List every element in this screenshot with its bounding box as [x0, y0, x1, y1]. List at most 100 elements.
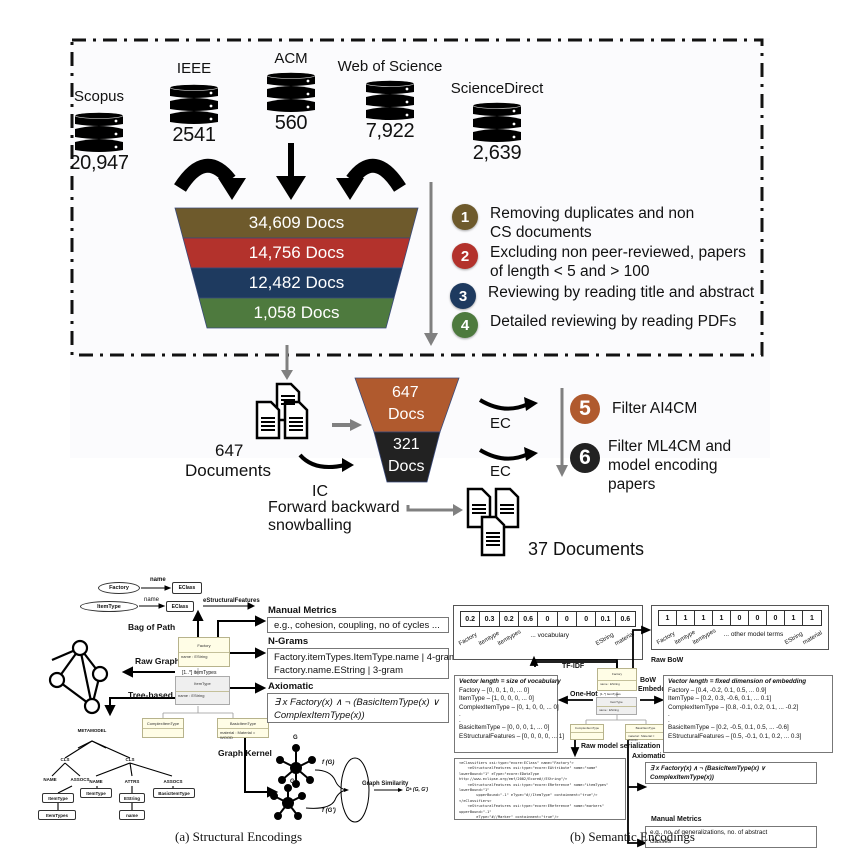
- graph-g-prime-label: G': [290, 779, 297, 785]
- tree-leaf-itemtypes: ItemTypes: [38, 810, 76, 820]
- vector-cell: 0.2: [500, 612, 519, 626]
- vector-term-label: ... vocabulary: [530, 632, 570, 639]
- vector-cell: 0.3: [480, 612, 500, 626]
- caption-a: (a) Structural Encodings: [175, 829, 303, 844]
- uml-factory-name: Factory: [179, 638, 229, 654]
- tree-root: METAMODEL: [77, 728, 107, 733]
- vector-cell: 0: [731, 611, 749, 625]
- funnel2-bottom-line2: Docs: [388, 458, 425, 475]
- path2-next: eStructuralFeatures: [203, 598, 260, 604]
- funnel-segment: [198, 297, 395, 329]
- vector-cell: 0.1: [596, 612, 616, 626]
- sem-uml-factory-attr: name : EString: [600, 681, 620, 686]
- database-icon: [74, 112, 124, 152]
- sem-uml-assoc: [1..*] itemTypes: [600, 692, 621, 696]
- path2-edge: name: [144, 597, 160, 603]
- filter-6-badge: 6: [570, 443, 600, 473]
- sem-manual-metrics-line2: classes: [650, 837, 671, 845]
- bow-embeddings-box: Vector length = fixed dimension of embed…: [663, 675, 833, 753]
- encoding-line: EStructuralFeatures – [0.5, -0.1, 0.1, 0…: [668, 732, 802, 740]
- axiomatic-title: Axiomatic: [268, 681, 314, 692]
- tree-left-name: NAME: [43, 777, 57, 782]
- axiomatic-line2: ComplexItemType(x)): [274, 710, 365, 721]
- ngrams-line2: Factory.name.EString | 3-gram: [274, 665, 404, 676]
- step-number-badge: 3: [450, 283, 476, 309]
- filter-5-badge: 5: [570, 394, 600, 424]
- database-icon: [169, 84, 219, 124]
- vector-cell: 1: [785, 611, 803, 625]
- graph-g-label: G: [293, 735, 298, 741]
- ec-arrow-1: [478, 398, 529, 411]
- funnel2-top-line2: Docs: [388, 406, 425, 423]
- sem-axiomatic-line1: ∃ x Factory(x) ∧ ¬ (BasicItemType(x) ∨: [650, 765, 766, 772]
- ec-label-1: EC: [490, 415, 511, 432]
- bag-of-path-label: Bag of Path: [128, 622, 176, 632]
- sem-uml-itemtype: ItemType name : EString: [596, 697, 637, 715]
- vector-cell: 1: [659, 611, 677, 625]
- manual-metrics-box: e.g., cohesion, coupling, no of cycles .…: [267, 617, 449, 633]
- sem-uml-complex-attr: [571, 733, 603, 735]
- uml-itemtype: ItemType name : EString: [175, 676, 230, 705]
- bow-embeddings-label-1: BoW: [640, 677, 656, 684]
- uml-factory: Factory name : EString: [178, 637, 230, 667]
- raw-serialization-code: <eClassifiers xsi:type="ecore:EClass" na…: [454, 758, 626, 820]
- source-label: Web of Science: [337, 58, 443, 75]
- source-label: ScienceDirect: [450, 80, 544, 97]
- sem-manual-metrics-line1: e.g., no. of generalizations, no. of abs…: [650, 829, 768, 836]
- vector-cell: 1: [677, 611, 695, 625]
- filter-5-text: Filter AI4CM: [612, 400, 698, 417]
- funnel2-to-final-arrow: [406, 505, 455, 512]
- source-count: 20,947: [69, 152, 129, 174]
- fg-prime-label: f (G'): [322, 808, 336, 814]
- tree-leaf-estring: EString: [119, 793, 145, 803]
- bow-embeddings-title: Vector length = fixed dimension of embed…: [668, 678, 807, 685]
- step-text: Reviewing by reading title and abstract: [488, 283, 754, 302]
- ngrams-line1: Factory.itemTypes.ItemType.name | 4-gram: [274, 652, 457, 663]
- sem-axiomatic-line2: ComplexItemType(x)): [650, 773, 714, 781]
- acm-arrow-head: [276, 176, 306, 200]
- funnel2-bottom-line1: 321: [393, 436, 420, 453]
- manual-metrics-text: e.g., cohesion, coupling, no of cycles .…: [274, 620, 440, 631]
- path2-node: ItemType: [80, 601, 138, 612]
- vector-term-label: ... other model terms: [723, 631, 784, 638]
- encoding-line: .: [668, 717, 670, 725]
- tfidf-label: TF-IDF: [562, 663, 585, 670]
- source-count: 2541: [172, 124, 216, 146]
- sem-axiomatic-title: Axiomatic: [632, 753, 666, 760]
- vector-cell: 0: [577, 612, 597, 626]
- snowball-line1: Forward backward: [268, 499, 400, 516]
- sem-uml-basic-attr: material : Material = WOOD: [628, 733, 655, 742]
- path1-target: EClass: [172, 582, 202, 594]
- funnel2-top-line1: 647: [392, 384, 419, 401]
- vector-cell: 0: [538, 612, 558, 626]
- vector-cell: 1: [713, 611, 731, 625]
- database-icon: [365, 80, 415, 120]
- tree-leaf-itemtype-2: ItemType: [80, 788, 112, 798]
- step-text-line1: Excluding non peer-reviewed, papers: [490, 244, 746, 261]
- step-text-line1: Reviewing by reading title and abstract: [488, 284, 755, 301]
- tree-cls-left: CLS: [60, 757, 70, 762]
- uml-assoc: [1..*] itemTypes: [182, 670, 217, 676]
- raw-bow-label: Raw BoW: [651, 657, 684, 664]
- kernel-ellipse: [340, 757, 370, 823]
- tree-leaf-itemtype-1: ItemType: [42, 793, 74, 803]
- funnel-segment-label: 34,609 Docs: [248, 213, 345, 232]
- step-text: Detailed reviewing by reading PDFs: [490, 312, 736, 331]
- encoding-line: ComplexItemType – [0.8, -0.1, 0.2, 0.1, …: [668, 703, 799, 711]
- sem-uml-complex: ComplexItemType: [570, 724, 604, 740]
- tree-cls-right: CLS: [125, 757, 135, 762]
- source-arrows: [174, 143, 438, 380]
- one-hot-box: Vector length = size of vocabulary Facto…: [454, 675, 564, 753]
- tree-right-name: NAME: [89, 779, 103, 784]
- path1-node: Factory: [98, 582, 140, 594]
- tree-right-attrs: ATTRS: [124, 779, 140, 784]
- ieee-arrow-head: [218, 178, 246, 200]
- sem-uml-complex-name: ComplexItemType: [571, 725, 603, 733]
- uml-factory-attr: name : EString: [181, 654, 208, 660]
